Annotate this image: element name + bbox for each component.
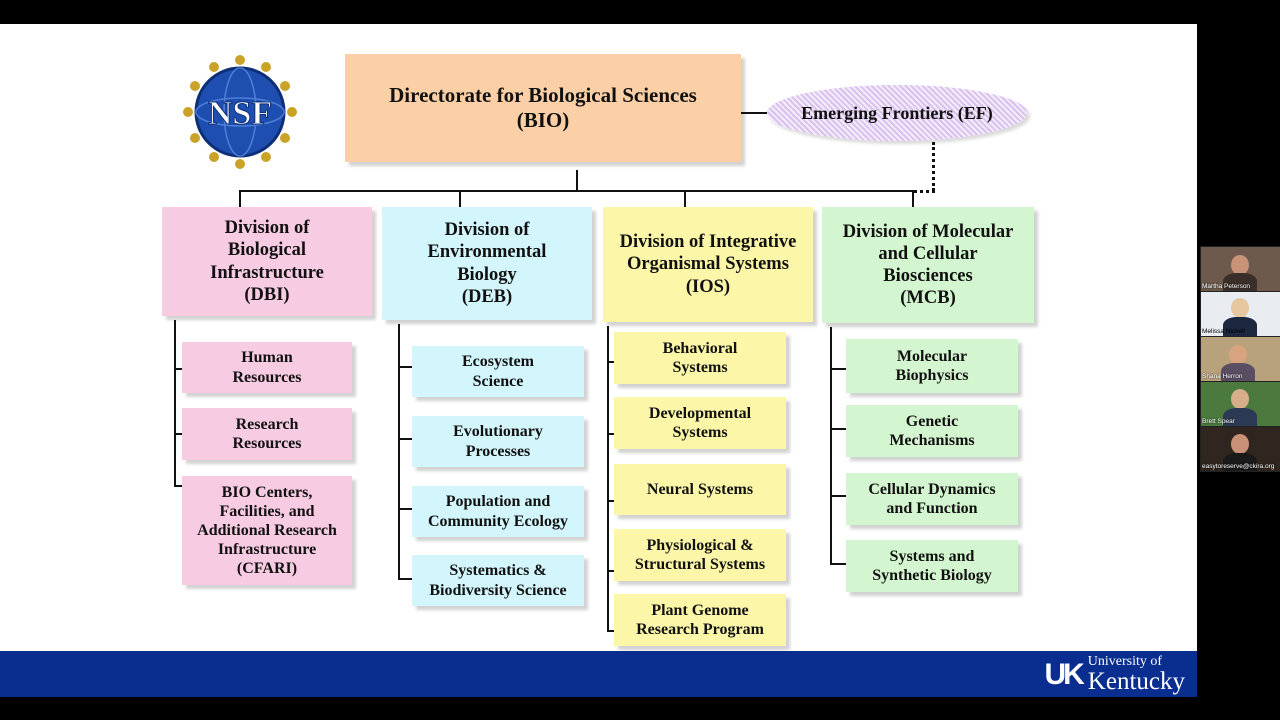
deb-tick [398,366,412,368]
drop-line-ios [684,190,686,207]
deb-spine [398,324,400,580]
emerging-frontiers-oval: Emerging Frontiers (EF) [767,85,1027,141]
dbi-tick [174,485,182,487]
ios-spine [607,326,609,632]
program-systematics-biodiversity: Systematics & Biodiversity Science [412,555,584,606]
participant-name: Shana Herron [1202,373,1243,380]
drop-line-mcb [912,190,914,207]
mcb-tick [830,563,846,565]
program-behavioral-systems: Behavioral Systems [614,332,786,384]
mcb-tick [830,428,846,430]
program-evolutionary-processes: Evolutionary Processes [412,416,584,467]
uk-logo: UK University of Kentucky [1044,654,1185,695]
horizontal-bus-line [239,190,915,192]
participant-name: Martha Peterson [1202,283,1251,290]
dotted-connector-vertical [932,142,935,191]
ios-tick [607,433,614,435]
mcb-spine [830,327,832,565]
program-developmental-systems: Developmental Systems [614,397,786,449]
program-molecular-biophysics: Molecular Biophysics [846,339,1018,393]
dbi-tick [174,368,182,370]
drop-line-dbi [239,190,241,207]
division-mcb: Division of Molecular and Cellular Biosc… [822,207,1034,323]
deb-tick [398,438,412,440]
division-dbi: Division of Biological Infrastructure (D… [162,207,372,316]
participant-tile[interactable]: Shana Herron [1200,336,1280,382]
ios-tick [607,361,614,363]
participant-tile[interactable]: easytoreserve@ckira.org [1200,426,1280,472]
program-systems-synthetic-biology: Systems and Synthetic Biology [846,540,1018,592]
program-population-community-ecology: Population and Community Ecology [412,486,584,537]
program-plant-genome: Plant Genome Research Program [614,594,786,646]
deb-tick [398,508,412,510]
participant-name: Melissa Nickell [1202,328,1245,335]
deb-tick [398,578,412,580]
program-human-resources: Human Resources [182,342,352,393]
mcb-tick [830,368,846,370]
participant-tile[interactable]: Martha Peterson [1200,246,1280,292]
participant-tile[interactable]: Brett Spear [1200,381,1280,427]
participant-strip: Martha Peterson Melissa Nickell Shana He… [1199,0,1280,720]
trunk-line [576,170,578,192]
program-genetic-mechanisms: Genetic Mechanisms [846,405,1018,457]
program-ecosystem-science: Ecosystem Science [412,346,584,397]
directorate-box: Directorate for Biological Sciences (BIO… [345,54,741,162]
program-physiological-structural: Physiological & Structural Systems [614,529,786,581]
program-cellular-dynamics: Cellular Dynamics and Function [846,473,1018,525]
program-cfari: BIO Centers, Facilities, and Additional … [182,476,352,585]
connector-ef [741,112,767,114]
ios-tick [607,500,614,502]
uk-logo-mark: UK [1044,657,1084,691]
uk-logo-small: University of [1087,654,1163,669]
participant-name: easytoreserve@ckira.org [1202,463,1275,470]
mcb-tick [830,495,846,497]
program-neural-systems: Neural Systems [614,464,786,515]
nsf-logo: NSF [182,54,298,170]
program-research-resources: Research Resources [182,408,352,460]
drop-line-deb [459,190,461,207]
nsf-logo-text: NSF [208,95,272,132]
dbi-tick [174,433,182,435]
division-ios: Division of Integrative Organismal Syste… [603,207,813,322]
participant-name: Brett Spear [1202,418,1235,425]
ios-tick [607,630,614,632]
participant-tile[interactable]: Melissa Nickell [1200,291,1280,337]
presentation-slide: NSF Directorate for Biological Sciences … [0,24,1197,697]
ios-tick [607,570,614,572]
footer-bar: UK University of Kentucky [0,651,1197,697]
dotted-connector-horizontal [914,190,935,193]
dbi-spine [174,320,176,487]
division-deb: Division of Environmental Biology (DEB) [382,207,592,320]
uk-logo-big: Kentucky [1087,668,1185,695]
